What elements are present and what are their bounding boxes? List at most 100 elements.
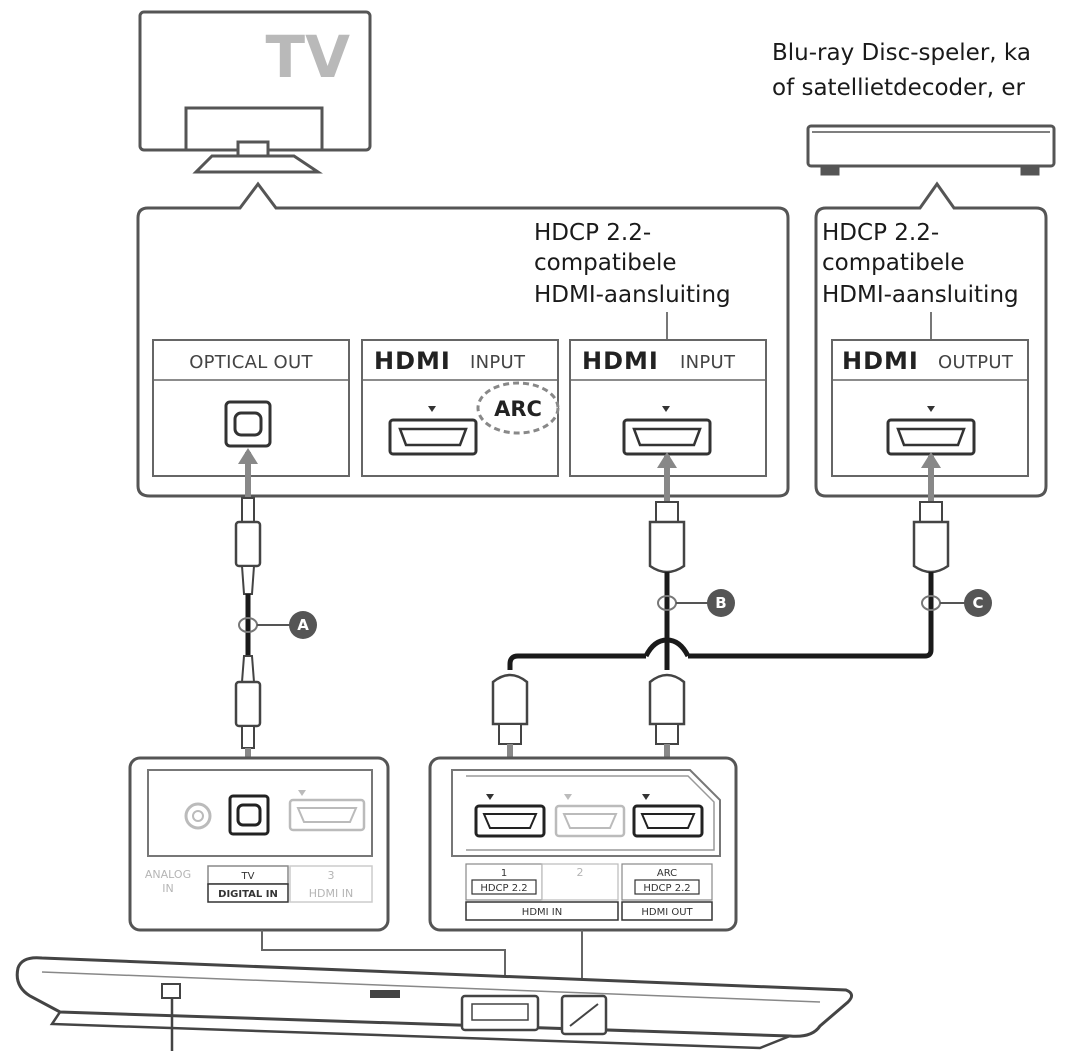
soundbar-right-panel: 1 HDCP 2.2 2 ARC HDCP 2.2 HDMI IN HDMI O… xyxy=(428,756,738,932)
soundbar-rear-port-left-inner xyxy=(471,1003,529,1021)
source-device-body xyxy=(806,124,1056,168)
soundbar-hdmi1-port-inner xyxy=(482,813,538,829)
tv-illustration xyxy=(138,10,372,174)
soundbar-hdmi2-label-box xyxy=(541,863,619,901)
tv-hdcp-line2: compatibele xyxy=(534,250,677,276)
soundbar-logo-mark xyxy=(370,990,400,998)
tv-stand-base xyxy=(192,154,323,174)
soundbar-hdmi-out-box xyxy=(621,901,713,921)
soundbar-top-crease xyxy=(41,971,821,1003)
soundbar-hdmi-in-box xyxy=(465,901,619,921)
soundbar-hdmi1-num: 1 xyxy=(501,868,507,879)
source-device-foot-right xyxy=(1020,164,1040,176)
tv-hdmi-input-arc-section: HDMI INPUT ARC xyxy=(361,339,560,477)
hdmi-cable-b: B xyxy=(648,452,735,788)
soundbar-hdmi2-triangle-icon xyxy=(564,794,572,800)
tv-arc-label: ARC xyxy=(494,397,542,421)
soundbar-hdmi3-port-inner xyxy=(296,807,358,823)
optical-cable-badge-label: A xyxy=(297,616,309,634)
hdmi-c-badge xyxy=(964,589,992,617)
optical-arrow-up-icon xyxy=(238,448,258,464)
soundbar-illustration xyxy=(15,930,853,1051)
optical-cable-a: A xyxy=(234,448,317,790)
hdmi-b-plug-bottom-body xyxy=(648,673,686,726)
optical-plug-bottom-tip xyxy=(241,725,255,749)
hdmi-c-cable-right xyxy=(688,572,934,659)
soundbar-hdmi1-hdcp-box xyxy=(471,879,537,895)
hdmi-c-plug-bottom-body xyxy=(491,673,529,726)
soundbar-hdmi2-port-inner xyxy=(562,813,618,829)
soundbar-analog-label-line1: ANALOG xyxy=(145,868,191,881)
hdmi-b-plug-top-body xyxy=(648,520,686,574)
soundbar-hdmi-in-label: HDMI IN xyxy=(522,907,562,918)
source-device-foot-left xyxy=(820,164,840,176)
hdmi-cable-c: C xyxy=(491,452,992,788)
soundbar-hdmi-out-port-inner xyxy=(640,813,696,829)
soundbar-body xyxy=(15,956,853,1038)
soundbar-hdmi3-label: HDMI IN xyxy=(309,887,353,900)
optical-cable-badge xyxy=(289,611,317,639)
soundbar-hdmi-out-label: HDMI OUT xyxy=(641,907,693,918)
tv-hdcp-line1: HDCP 2.2- xyxy=(534,220,651,246)
soundbar-rear-port-right-inner xyxy=(569,1003,599,1027)
optical-plug-bottom-neck xyxy=(240,655,256,683)
hdmi-b-plug-top-tip xyxy=(655,501,679,523)
tv-label: TV xyxy=(266,23,351,91)
soundbar-hdmi1-hdcp: HDCP 2.2 xyxy=(480,883,527,894)
soundbar-digital-in-box xyxy=(207,883,289,903)
hdmi-c-arrow-up-icon xyxy=(921,452,941,468)
source-hdcp-line2: compatibele xyxy=(822,250,965,276)
tv-arc-highlight xyxy=(476,381,560,435)
tv-hdcp-line3: HDMI-aansluiting xyxy=(534,282,731,308)
soundbar-left-panel: ANALOG IN TV DIGITAL IN 3 HDMI IN xyxy=(128,756,390,932)
optical-plug-top-neck xyxy=(240,565,256,595)
tv-hdmi-arc-triangle-icon xyxy=(428,406,436,412)
tv-hdmi-input-logo: HDMI xyxy=(582,347,659,375)
soundbar-hdmi-out-triangle-icon xyxy=(642,794,650,800)
soundbar-right-port-area-inner xyxy=(466,775,715,851)
tv-optical-out-section: OPTICAL OUT xyxy=(152,339,350,477)
optical-plug-bottom-body xyxy=(234,680,262,728)
source-hdmi-output-word: OUTPUT xyxy=(938,352,1014,373)
tv-optical-label: OPTICAL OUT xyxy=(189,352,313,373)
source-device-illustration xyxy=(806,124,1056,176)
tv-optical-port-inner xyxy=(233,411,263,437)
soundbar-optical-port xyxy=(228,794,270,836)
tv-hdmi-input-port-inner xyxy=(632,427,702,447)
source-hdmi-output-logo: HDMI xyxy=(842,347,919,375)
hdmi-c-cable-left xyxy=(507,653,646,670)
source-hdmi-output-triangle-icon xyxy=(927,406,935,412)
soundbar-digital-in-label: DIGITAL IN xyxy=(218,889,278,900)
tv-hdmi-input-word: INPUT xyxy=(680,352,736,373)
soundbar-hdmi2-num: 2 xyxy=(577,866,584,879)
soundbar-hdmi3-label-box xyxy=(289,865,373,903)
hdmi-b-arrow-up-icon xyxy=(657,452,677,468)
soundbar-side-notch xyxy=(161,983,181,999)
soundbar-tv-label: TV xyxy=(241,871,255,882)
soundbar-hdmi3-num: 3 xyxy=(328,869,335,882)
soundbar-arc-hdcp: HDCP 2.2 xyxy=(643,883,690,894)
hdmi-b-badge xyxy=(707,589,735,617)
optical-plug-top-tip xyxy=(241,497,255,523)
tv-hdmi-arc-port-inner xyxy=(398,427,468,447)
soundbar-hdmi3-triangle-icon xyxy=(298,790,306,796)
tv-hdmi-arc-logo: HDMI xyxy=(374,347,451,375)
soundbar-analog-label-line2: IN xyxy=(162,882,173,895)
hdmi-c-badge-label: C xyxy=(972,594,983,612)
tv-optical-port xyxy=(224,400,272,448)
soundbar-optical-port-inner xyxy=(236,803,262,827)
source-hdmi-output-port-inner xyxy=(896,427,966,447)
source-hdmi-output-section: HDMI OUTPUT xyxy=(831,339,1029,477)
source-device-label-line1: Blu-ray Disc-speler, ka xyxy=(772,40,1031,66)
hdmi-c-plug-top-tip xyxy=(919,501,943,523)
source-hdcp-line3: HDMI-aansluiting xyxy=(822,282,1019,308)
soundbar-bottom-edge xyxy=(49,1011,791,1050)
hdmi-b-badge-label: B xyxy=(715,594,726,612)
tv-hdmi-arc-word: INPUT xyxy=(470,352,526,373)
soundbar-arc-hdcp-box xyxy=(634,879,700,895)
soundbar-hdmi1-triangle-icon xyxy=(486,794,494,800)
hdmi-c-plug-bottom-tip xyxy=(498,723,522,745)
soundbar-analog-port-inner xyxy=(192,810,204,822)
tv-hdmi-input-triangle-icon xyxy=(662,406,670,412)
hdmi-c-plug-top-body xyxy=(912,520,950,574)
